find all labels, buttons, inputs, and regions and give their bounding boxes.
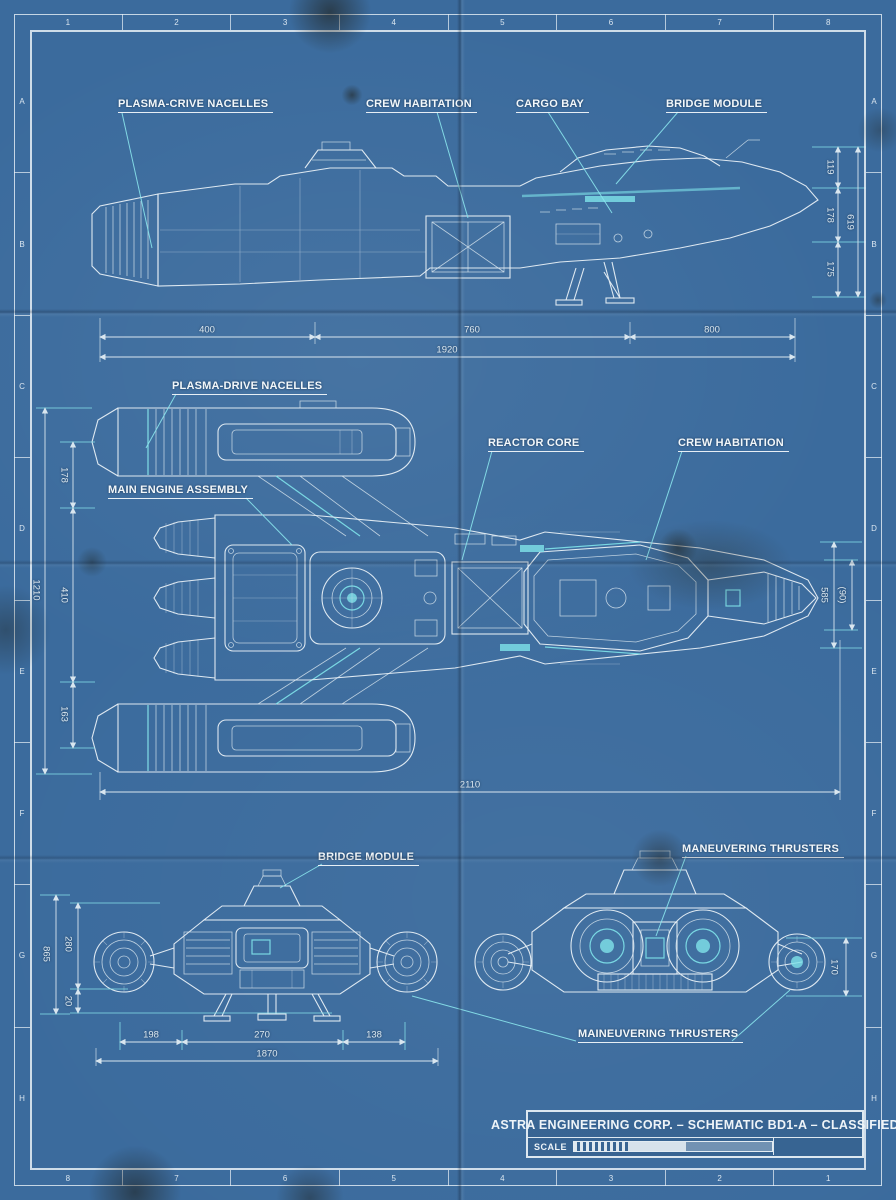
scale-label: SCALE (534, 1141, 568, 1152)
grid-ref: 5 (340, 1170, 449, 1186)
grid-ref: 3 (231, 14, 340, 30)
grid-ref: 6 (557, 14, 666, 30)
grid-ref: 1 (14, 14, 123, 30)
inner-frame (30, 30, 866, 1170)
grid-ref: 2 (123, 14, 232, 30)
grid-ref: 2 (666, 1170, 775, 1186)
grid-ref: 7 (666, 14, 775, 30)
title-text: ASTRA ENGINEERING CORP. – SCHEMATIC BD1-… (491, 1117, 896, 1132)
ruler-right: A B C D E F G H (866, 31, 882, 1169)
grid-ref: 6 (231, 1170, 340, 1186)
grid-ref: F (866, 743, 882, 886)
ruler-left: A B C D E F G H (14, 31, 30, 1169)
grid-ref: G (866, 885, 882, 1028)
title-block-empty-cell (773, 1138, 862, 1155)
title-block: ASTRA ENGINEERING CORP. – SCHEMATIC BD1-… (491, 1110, 896, 1158)
grid-ref: 4 (449, 1170, 558, 1186)
grid-ref: 4 (340, 14, 449, 30)
grid-ref: 8 (14, 1170, 123, 1186)
grid-ref: E (866, 601, 882, 743)
grid-ref: C (866, 316, 882, 459)
title-block-scale-row: SCALE (528, 1137, 862, 1155)
grid-ref: D (14, 458, 30, 601)
grid-ref: 7 (123, 1170, 232, 1186)
grid-ref: E (14, 601, 30, 743)
grid-ref: D (866, 458, 882, 601)
grid-ref: 8 (825, 17, 831, 27)
grid-ref: G (14, 885, 30, 1028)
scale-bar-segment (574, 1142, 629, 1151)
grid-ref: F (14, 743, 30, 886)
grid-ref: B (14, 173, 30, 316)
grid-ref: 1 (825, 1173, 831, 1183)
ruler-bottom: 8 7 6 5 4 3 2 1 (14, 1170, 882, 1186)
grid-ref: H (871, 1093, 877, 1103)
ruler-top: 1 2 3 4 5 6 7 8 (14, 14, 882, 30)
scale-bar-segment (686, 1142, 773, 1151)
scale-bar-segment (628, 1142, 687, 1151)
grid-ref: B (866, 173, 882, 316)
grid-ref: A (14, 31, 30, 174)
grid-ref: C (14, 316, 30, 459)
grid-ref: A (866, 31, 882, 174)
grid-ref: H (19, 1093, 25, 1103)
grid-ref: 5 (449, 14, 558, 30)
scale-bar (573, 1141, 774, 1152)
grid-ref: 3 (557, 1170, 666, 1186)
